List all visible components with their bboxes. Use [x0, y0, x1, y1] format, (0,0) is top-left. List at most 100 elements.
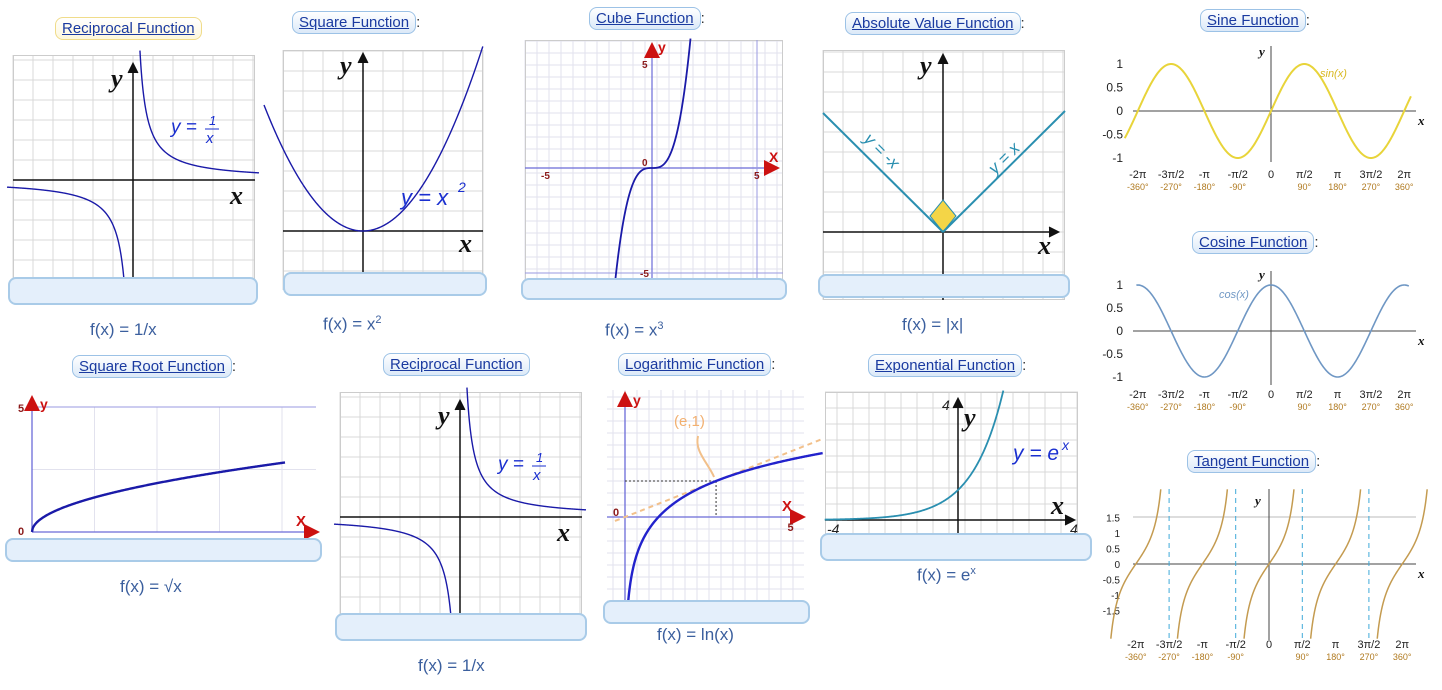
- curve-label: y = e: [1011, 442, 1059, 465]
- tick-x-deg: -90°: [1229, 402, 1246, 412]
- y-axis-label: y: [917, 51, 932, 80]
- curve-label-exponent: 2: [457, 179, 466, 195]
- curve-reciprocal-pos: [466, 387, 587, 511]
- tick-x-rad: -π: [1199, 169, 1211, 181]
- reciprocal-function-link[interactable]: Reciprocal Function: [55, 17, 202, 40]
- tray-reciprocal-2: [335, 613, 587, 641]
- x-axis-label: x: [1050, 491, 1064, 520]
- tick-y: -1.5: [1103, 607, 1121, 618]
- tick-x-deg: 270°: [1360, 652, 1379, 662]
- curve-label-neg: y = -x: [859, 129, 903, 173]
- tick-y: 1.5: [1106, 514, 1120, 525]
- curve-square: [263, 46, 484, 232]
- y-axis-label: y: [435, 401, 450, 430]
- tick-y: -1: [1112, 151, 1123, 165]
- tick-x-rad: -3π/2: [1158, 389, 1185, 401]
- curve-reciprocal-neg: [333, 523, 454, 637]
- y-axis-label: y: [108, 64, 123, 93]
- x-axis-label: x: [1417, 113, 1425, 128]
- absolute-value-function-link[interactable]: Absolute Value Function: [845, 12, 1021, 35]
- x-axis-label: x: [1037, 231, 1051, 260]
- curve-pos-x: [942, 110, 1066, 233]
- tick-x-rad: π/2: [1296, 169, 1313, 181]
- curve-label: y =: [169, 117, 197, 138]
- exponential-function-link[interactable]: Exponential Function: [868, 354, 1023, 377]
- tick-x-rad: -2π: [1127, 639, 1145, 651]
- axis-arrow: [1048, 226, 1061, 238]
- tick-x-rad: -π/2: [1227, 169, 1247, 181]
- tick-x-deg: -360°: [1127, 182, 1149, 192]
- tick-x-deg: -360°: [1125, 652, 1147, 662]
- tick-x-rad: 0: [1268, 169, 1274, 181]
- tick-x-rad: 0: [1268, 389, 1274, 401]
- y-axis-label: y: [1257, 44, 1265, 59]
- square-root-function-link[interactable]: Square Root Function: [72, 355, 232, 378]
- curve-tangent: [1376, 489, 1428, 639]
- curve-tangent: [1110, 489, 1162, 639]
- tick-y: -1: [1112, 370, 1123, 384]
- range-arrow-x: [764, 160, 780, 176]
- cosine-function-link[interactable]: Cosine Function: [1192, 231, 1315, 254]
- tick-y-max: 5: [642, 60, 648, 71]
- tick-x-rad: π: [1334, 389, 1342, 401]
- tick-y: -0.5: [1103, 576, 1121, 587]
- x-axis-label: X: [296, 513, 306, 530]
- tick-x-deg: 360°: [1395, 402, 1414, 412]
- formula-cube: f(x) = x3: [605, 320, 664, 340]
- logarithmic-function-link[interactable]: Logarithmic Function: [618, 353, 772, 376]
- x-axis-label: X: [782, 498, 792, 515]
- curve-label-denominator: x: [532, 467, 541, 484]
- axis-arrow: [952, 396, 964, 409]
- tick-y: 0.5: [1106, 81, 1123, 95]
- curve-cube: [612, 38, 692, 296]
- title-exp: Exponential Function:: [868, 354, 1026, 377]
- tray-cube: [521, 278, 787, 300]
- tick-y: 0.5: [1106, 545, 1120, 556]
- title-reciprocal-1: Reciprocal Function: [55, 17, 202, 40]
- tick-x-deg: 90°: [1297, 182, 1311, 192]
- curve-reciprocal-neg: [6, 186, 127, 300]
- tick-x-deg: 180°: [1328, 402, 1347, 412]
- curve-neg-x: [822, 112, 944, 233]
- tangent-function-link[interactable]: Tangent Function: [1187, 450, 1317, 473]
- tick-x-rad: 3π/2: [1359, 389, 1382, 401]
- tick-y: 0: [1116, 104, 1123, 118]
- x-axis-label: x: [458, 229, 472, 258]
- tick-x-rad: 2π: [1395, 639, 1409, 651]
- axis-arrow: [127, 61, 139, 74]
- tick-x-max: 5: [754, 171, 760, 182]
- title-sqrt: Square Root Function:: [72, 355, 236, 378]
- curve-tangent: [1309, 489, 1362, 639]
- cube-function-link[interactable]: Cube Function: [589, 7, 701, 30]
- y-axis-label: y: [961, 403, 976, 432]
- tray-exp: [820, 533, 1092, 561]
- formula-sqrt: f(x) = √x: [120, 577, 182, 596]
- tick-x-max: 4: [1070, 521, 1078, 537]
- tangent-chart: xy1.510.50-0.5-1-1.5-2π-360°-3π/2-270°-π…: [1103, 489, 1428, 662]
- tick-x-deg: 180°: [1328, 182, 1347, 192]
- formula-absolute: f(x) = |x|: [902, 315, 964, 334]
- sine-function-link[interactable]: Sine Function: [1200, 9, 1306, 32]
- tick-x-rad: -2π: [1129, 389, 1147, 401]
- tick-y: -0.5: [1102, 128, 1123, 142]
- tick-y: 1: [1116, 278, 1123, 292]
- square-function-link[interactable]: Square Function: [292, 11, 417, 34]
- range-arrow-x: [304, 524, 320, 540]
- range-arrow-y: [24, 395, 40, 411]
- reciprocal-chart-1: yxy = 1x: [6, 50, 260, 300]
- tick-x-deg: -180°: [1194, 182, 1216, 192]
- tick-x-deg: -90°: [1227, 652, 1244, 662]
- tick-y-min: -5: [640, 269, 649, 280]
- reciprocal-function-link-2[interactable]: Reciprocal Function: [383, 353, 530, 376]
- tick-x-rad: 2π: [1397, 389, 1411, 401]
- x-axis-label: x: [556, 518, 570, 547]
- title-absolute: Absolute Value Function:: [845, 12, 1025, 35]
- sine-chart: xy10.50-0.5-1sin(x)-2π-360°-3π/2-270°-π-…: [1102, 44, 1425, 192]
- formula-reciprocal-1: f(x) = 1/x: [90, 320, 157, 339]
- tick-y-max: 4: [942, 397, 950, 413]
- title-sine: Sine Function:: [1200, 9, 1310, 32]
- tick-y: -0.5: [1102, 347, 1123, 361]
- tick-x-deg: -270°: [1158, 652, 1180, 662]
